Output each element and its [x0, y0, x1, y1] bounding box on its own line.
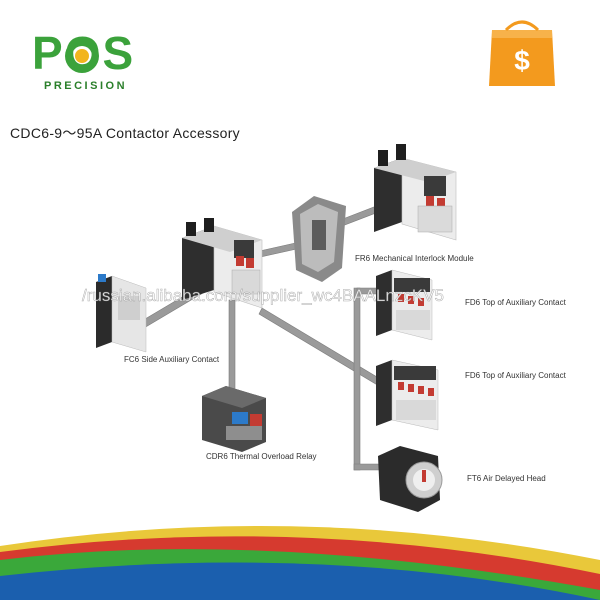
watermark-text: /russian.alibaba.com/supplier_wc4BAALnzc…	[82, 286, 444, 306]
label-cdr6: CDR6 Thermal Overload Relay	[206, 452, 317, 461]
rail-center-fd6b	[258, 307, 383, 387]
label-fd6-top-1: FD6 Top of Auxiliary Contact	[465, 298, 566, 307]
dollar-shopping-bag-icon: $	[489, 20, 555, 86]
logo-mark	[65, 39, 99, 73]
logo-subtitle: PRECISION	[44, 80, 128, 92]
ft6-air-delayed-head	[378, 446, 443, 512]
rail-trunk-ft6	[353, 463, 383, 471]
page-title: CDC6-9～95A Contactor Accessory	[10, 125, 240, 141]
connector-rails	[139, 199, 395, 471]
fd6-top-auxiliary-contact-2	[376, 359, 439, 431]
cdr6-thermal-overload-relay	[202, 386, 266, 452]
label-ft6: FT6 Air Delayed Head	[467, 474, 546, 483]
label-fd6-top-2: FD6 Top of Auxiliary Contact	[465, 371, 566, 380]
label-fc6: FC6 Side Auxiliary Contact	[124, 355, 220, 364]
logo-text: POS	[32, 27, 136, 79]
main-contactor	[182, 218, 263, 309]
fr6-interlock-module	[292, 196, 346, 282]
label-fr6: FR6 Mechanical Interlock Module	[355, 254, 474, 263]
bottom-wave	[0, 526, 600, 600]
fd6-top-auxiliary-contact-1	[376, 269, 433, 341]
logo-sun	[75, 49, 89, 63]
fc6-side-auxiliary-contact	[96, 274, 147, 353]
top-contactor	[374, 144, 457, 241]
dollar-glyph: $	[514, 45, 530, 76]
rail-center-cdr6	[228, 299, 236, 391]
rail-trunk	[353, 287, 361, 471]
